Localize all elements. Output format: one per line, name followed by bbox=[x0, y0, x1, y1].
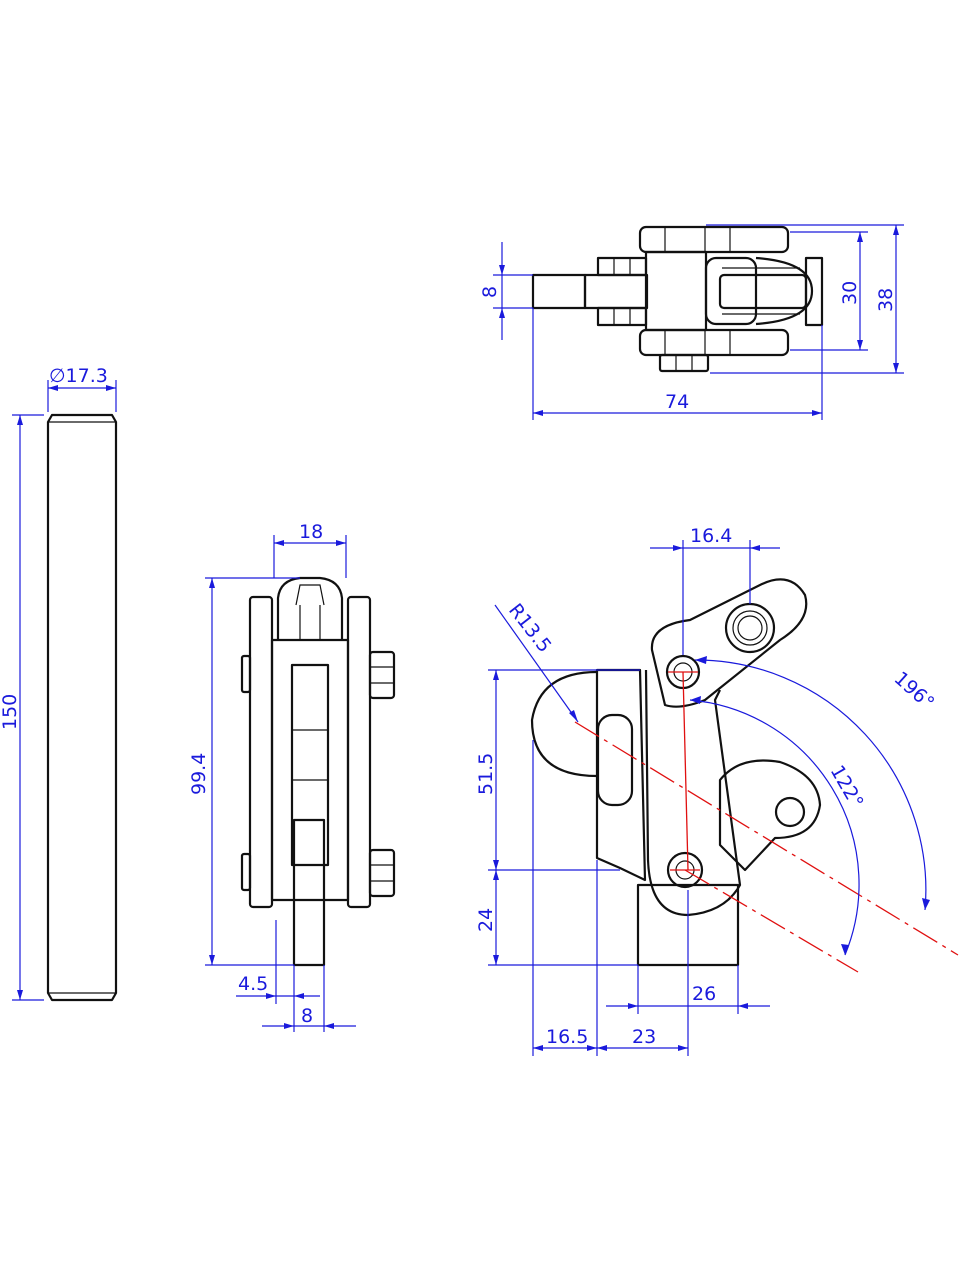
top-outer-width-label: 38 bbox=[875, 288, 897, 312]
pin-diameter-label: ∅17.3 bbox=[49, 365, 108, 387]
front-height-label: 99.4 bbox=[188, 753, 210, 795]
top-view: 8 30 38 74 bbox=[479, 224, 904, 420]
side-offset-mid-label: 23 bbox=[632, 1026, 656, 1048]
front-view: 18 99.4 4.5 8 bbox=[188, 521, 396, 1032]
angle-large-arc bbox=[694, 659, 927, 911]
side-height-upper-label: 51.5 bbox=[475, 753, 497, 795]
pin-outline bbox=[46, 413, 118, 1002]
top-inner-width-label: 30 bbox=[839, 281, 861, 305]
side-base-width-label: 26 bbox=[692, 983, 716, 1005]
side-offset-left-label: 16.5 bbox=[546, 1026, 588, 1048]
pin-view: ∅17.3 150 bbox=[0, 365, 118, 1002]
front-offset-label: 4.5 bbox=[238, 973, 268, 995]
side-pivot-offset-label: 16.4 bbox=[690, 525, 732, 547]
angle-large-label: 196° bbox=[890, 667, 939, 714]
top-length-label: 74 bbox=[665, 391, 689, 413]
top-arm-width-label: 8 bbox=[479, 286, 501, 298]
side-view: R13.5 196° 122° 16.4 51.5 24 bbox=[475, 525, 959, 1056]
pin-length-label: 150 bbox=[0, 694, 21, 730]
side-height-lower-label: 24 bbox=[475, 908, 497, 932]
front-arm-width-label: 8 bbox=[301, 1005, 313, 1027]
front-width-label: 18 bbox=[299, 521, 323, 543]
angle-small-arc bbox=[689, 699, 860, 956]
